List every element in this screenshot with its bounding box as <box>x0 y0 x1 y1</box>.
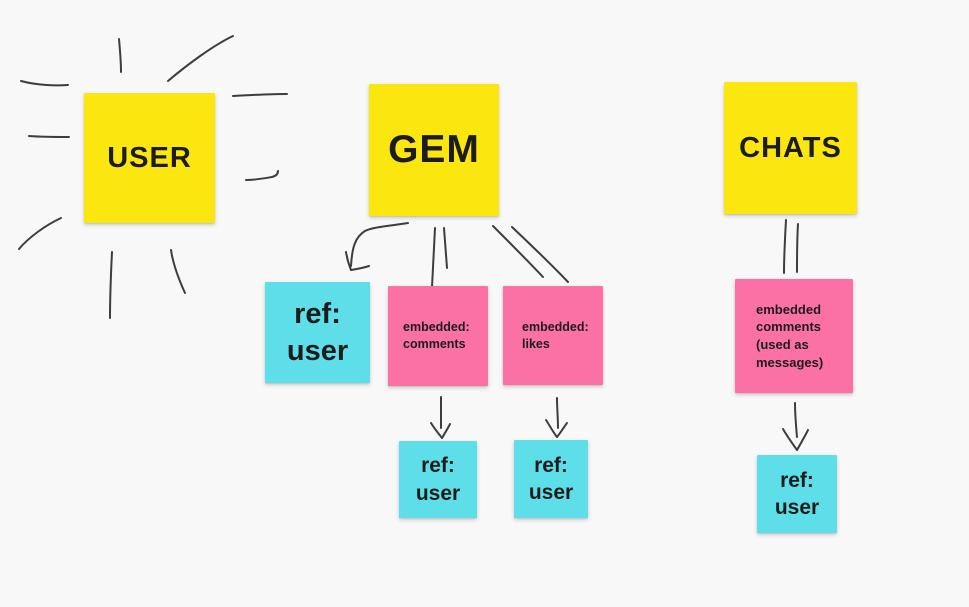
sticky-note-label: USER <box>107 141 192 174</box>
sun-rays-icon[interactable] <box>18 35 288 319</box>
sticky-note-label: ref: user <box>528 453 574 504</box>
sticky-note-label: embedded comments (used as messages) <box>756 301 824 370</box>
sticky-note-ref-user-comments[interactable]: ref: user <box>399 441 477 518</box>
double-line-gem-to-embedded-comments[interactable] <box>431 227 448 288</box>
sticky-note-gem[interactable]: GEM <box>369 84 499 216</box>
sticky-note-embedded-likes[interactable]: embedded: likes <box>503 286 603 385</box>
sticky-note-ref-user-chats[interactable]: ref: user <box>757 455 837 533</box>
arrow-embedded-likes-to-ref-user[interactable] <box>545 397 568 438</box>
sticky-note-ref-user-likes[interactable]: ref: user <box>514 440 588 518</box>
sticky-note-label: embedded: comments <box>403 320 470 351</box>
sticky-note-label: embedded: likes <box>522 319 589 351</box>
double-line-gem-to-embedded-likes[interactable] <box>492 225 569 283</box>
sticky-note-chats[interactable]: CHATS <box>724 82 857 214</box>
arrow-embedded-comments-to-ref-user[interactable] <box>430 396 451 439</box>
arrow-embedded-chat-comments-to-ref-user[interactable] <box>782 402 809 451</box>
sticky-note-label: ref: user <box>774 468 820 519</box>
sticky-note-label: ref: user <box>415 454 461 505</box>
double-line-chats-to-embedded-chat-comments[interactable] <box>783 219 799 274</box>
sticky-note-label: GEM <box>388 128 480 171</box>
arrow-gem-to-ref-user[interactable] <box>345 222 409 271</box>
sticky-note-embedded-chat-comments[interactable]: embedded comments (used as messages) <box>735 279 853 393</box>
sticky-note-label: ref: user <box>286 298 349 367</box>
sticky-note-embedded-comments[interactable]: embedded: comments <box>388 286 488 386</box>
sticky-note-user[interactable]: USER <box>84 93 215 223</box>
sticky-note-label: CHATS <box>739 131 842 164</box>
sticky-note-ref-user-main[interactable]: ref: user <box>265 282 370 383</box>
